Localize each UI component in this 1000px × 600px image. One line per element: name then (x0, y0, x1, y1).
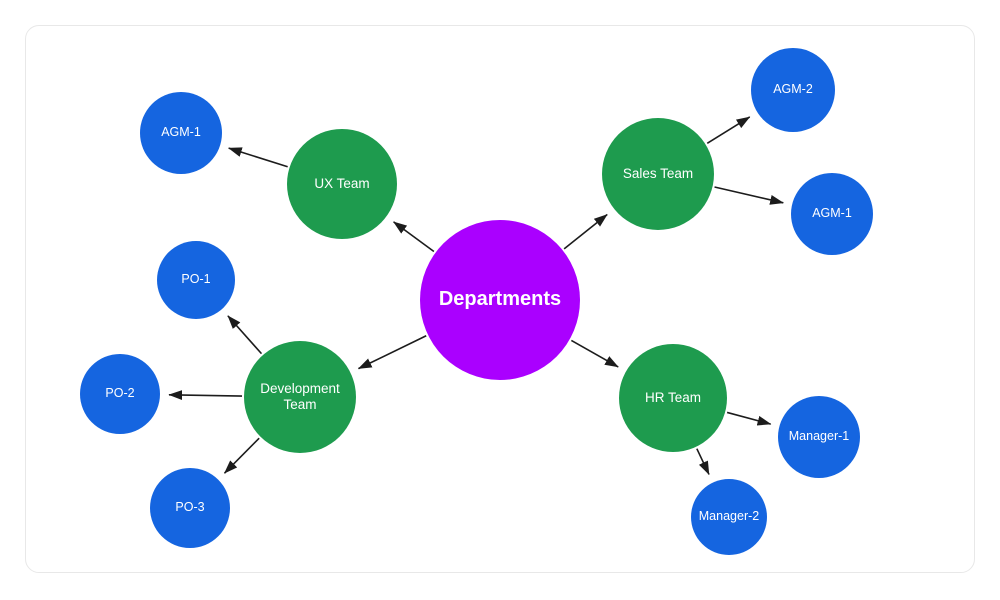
edges-layer (168, 116, 784, 476)
edge-departments-ux-team (393, 221, 435, 253)
node-sales-team[interactable]: Sales Team (602, 118, 714, 230)
edge-sales-team-agm-1 (714, 186, 784, 205)
node-circle-development-team[interactable] (244, 341, 356, 453)
node-circle-sales-team[interactable] (602, 118, 714, 230)
node-circle-sales-agm-2[interactable] (751, 48, 835, 132)
node-circle-po-2[interactable] (80, 354, 160, 434)
edge-ux-team-agm-1 (228, 147, 288, 168)
node-ux-agm-1[interactable]: AGM-1 (140, 92, 222, 174)
node-circle-manager-1[interactable] (778, 396, 860, 478)
edge-development-team-po-3 (223, 437, 260, 474)
node-po-3[interactable]: PO-3 (150, 468, 230, 548)
node-circle-manager-2[interactable] (691, 479, 767, 555)
node-po-1[interactable]: PO-1 (157, 241, 235, 319)
edge-departments-sales-team (563, 213, 608, 250)
node-circle-ux-team[interactable] (287, 129, 397, 239)
node-circle-po-3[interactable] (150, 468, 230, 548)
edge-departments-development-team (357, 335, 427, 370)
edge-sales-team-agm-2 (706, 116, 751, 145)
node-circle-po-1[interactable] (157, 241, 235, 319)
node-manager-1[interactable]: Manager-1 (778, 396, 860, 478)
node-po-2[interactable]: PO-2 (80, 354, 160, 434)
node-sales-agm-2[interactable]: AGM-2 (751, 48, 835, 132)
node-hr-team[interactable]: HR Team (619, 344, 727, 452)
edge-hr-team-manager-1 (726, 411, 772, 426)
node-manager-2[interactable]: Manager-2 (691, 479, 767, 555)
node-circle-departments[interactable] (420, 220, 580, 380)
edge-departments-hr-team (570, 339, 619, 368)
edge-hr-team-manager-2 (696, 448, 710, 476)
node-circle-hr-team[interactable] (619, 344, 727, 452)
node-sales-agm-1[interactable]: AGM-1 (791, 173, 873, 255)
edge-development-team-po-1 (227, 315, 263, 355)
node-departments[interactable]: Departments (420, 220, 580, 380)
node-circle-ux-agm-1[interactable] (140, 92, 222, 174)
node-circle-sales-agm-1[interactable] (791, 173, 873, 255)
node-ux-team[interactable]: UX Team (287, 129, 397, 239)
edge-development-team-po-2 (168, 390, 243, 400)
